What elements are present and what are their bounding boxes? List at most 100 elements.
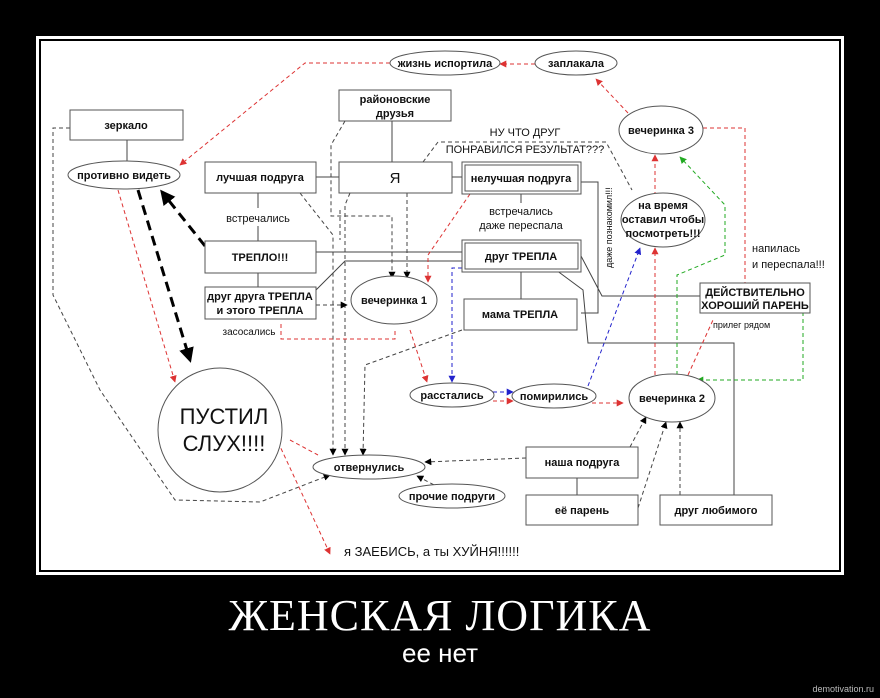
node-label: вечеринка 2 (639, 393, 705, 405)
node-label: на время (638, 200, 688, 212)
node-na-vremya: на время оставил чтобы посмотреть!!! (620, 192, 706, 248)
node-label: вечеринка 1 (361, 295, 427, 307)
label-prileg-ryadom: прилег рядом (713, 320, 770, 330)
node-vecherinka1: вечеринка 1 (350, 275, 438, 325)
label-ponravilsya: ПОНРАВИЛСЯ РЕЗУЛЬТАТ??? (446, 144, 605, 156)
node-prochie-podrugi: прочие подруги (398, 483, 506, 509)
node-label: вечеринка 3 (628, 125, 694, 137)
node-neluchshaya-podruga: нелучшая подруга (461, 161, 582, 195)
node-label: наша подруга (545, 457, 621, 469)
edge-prochie-otvernulis (416, 475, 441, 489)
edge-zerkalo-pustil-loop (52, 127, 331, 503)
node-label: прочие подруги (409, 491, 495, 503)
label-ya-zaebis: я ЗАЕБИСЬ, а ты ХУЙНЯ!!!!!! (344, 544, 519, 559)
node-vecherinka2: вечеринка 2 (628, 373, 716, 423)
edge-nasha-vech2 (629, 416, 647, 448)
node-label: противно видеть (77, 170, 171, 182)
node-otvernulis: отвернулись (312, 454, 426, 480)
node-deystvitelno: ДЕЙСТВИТЕЛЬНО ХОРОШИЙ ПАРЕНЬ (699, 282, 811, 314)
node-label: ТРЕПЛО!!! (232, 252, 289, 264)
edge-prileg (687, 319, 714, 376)
label-nu-chto-drug: НУ ЧТО ДРУГ (490, 127, 561, 139)
edge-pustil-zaebis (277, 441, 331, 555)
node-label: мама ТРЕПЛА (482, 309, 558, 321)
edge-nasha-otvernulis (424, 457, 527, 466)
edge-treplo-protivno (160, 189, 207, 247)
node-label: зеркало (104, 120, 148, 132)
label-dazhe-pereplala: даже переспала (479, 220, 563, 232)
node-label: оставил чтобы (622, 214, 704, 226)
edge-neluchshaya-vech1 (424, 193, 471, 283)
watermark: demotivation.ru (812, 684, 874, 694)
label-zasosalis: засосались (222, 327, 275, 338)
node-label: друг ТРЕПЛА (485, 251, 557, 263)
node-drug-druga-trepla: друг друга ТРЕПЛА и этого ТРЕПЛА (204, 286, 317, 320)
label-dazhe-poznakomil: даже познакомил!!! (604, 187, 614, 268)
edge-vech3-zaplakala (595, 78, 629, 114)
node-zhizn-isportila: жизнь испортила (389, 50, 501, 76)
node-label: ХОРОШИЙ ПАРЕНЬ (701, 299, 809, 312)
edge-mama-otvernulis (359, 329, 463, 456)
node-label: друг любимого (675, 505, 758, 517)
poster-subtitle: ее нет (401, 638, 478, 668)
edge-zasosalis (280, 324, 396, 340)
node-zaplakala: заплакала (534, 50, 618, 76)
connectors (52, 60, 804, 555)
node-label: посмотреть!!! (626, 228, 701, 240)
node-label: расстались (420, 390, 483, 402)
node-label: помирились (520, 391, 588, 403)
edge-protivno-pustil (136, 189, 194, 363)
node-label: районовские (360, 94, 431, 106)
node-ya: Я (338, 161, 453, 194)
label-vstrechalis: встречались (226, 213, 290, 225)
node-rayonovskie: районовские друзья (338, 89, 452, 122)
node-label: друг друга ТРЕПЛА (207, 291, 313, 303)
node-mama-trepla: мама ТРЕПЛА (463, 298, 578, 331)
label-vstrechalis-dazhe: встречались (489, 206, 553, 218)
node-treplo: ТРЕПЛО!!! (204, 240, 317, 274)
node-label: друзья (376, 108, 414, 120)
edge-pomirilis-navremya (587, 247, 642, 387)
edge-deystv-vech3 (676, 156, 726, 375)
edge-zhizn-protivno (179, 62, 390, 166)
edge-vech1-rasstalis (409, 329, 429, 383)
edge-vech3-vech2-right (703, 127, 746, 300)
edge-luchshaya-otvernulis (299, 192, 337, 456)
node-label: отвернулись (334, 462, 405, 474)
node-label: нелучшая подруга (471, 173, 572, 185)
edge-nu-chto-drug (422, 141, 633, 191)
node-label: ДЕЙСТВИТЕЛЬНО (705, 286, 805, 299)
poster-title: ЖЕНСКАЯ ЛОГИКА (228, 591, 652, 640)
edge-protivno-pustil-red (117, 189, 177, 383)
node-label: заплакала (548, 58, 605, 70)
node-label: её парень (555, 505, 610, 517)
edge-drugtrepla-rasstalis (448, 267, 462, 383)
node-label: Я (390, 170, 401, 187)
node-label: лучшая подруга (216, 172, 305, 184)
node-vecherinka3: вечеринка 3 (618, 105, 704, 155)
node-drug-lyubimogo: друг любимого (659, 494, 773, 526)
edge-drugtrepla-druglyubimogo (555, 269, 735, 495)
edge-deystv-vech2 (696, 312, 804, 384)
node-nasha-podruga: наша подруга (525, 446, 639, 479)
edge-drugtrepla-deystv (580, 255, 703, 297)
label-i-pereplala: и переспала!!! (752, 259, 825, 271)
node-luchshaya-podruga: лучшая подруга (204, 161, 317, 194)
node-pustil-sluh: ПУСТИЛ СЛУХ!!!! (157, 367, 283, 493)
node-label: и этого ТРЕПЛА (217, 305, 304, 317)
node-protivno-videt: противно видеть (67, 160, 181, 190)
node-label: ПУСТИЛ (180, 404, 269, 429)
edge-drugdruga-drugtrepla (315, 260, 462, 291)
node-ee-paren: её парень (525, 494, 639, 526)
node-label: СЛУХ!!!! (183, 431, 266, 456)
label-napilas: напилась (752, 243, 800, 255)
node-pomirilis: помирились (511, 383, 597, 409)
node-drug-trepla: друг ТРЕПЛА (461, 239, 582, 273)
edge-eeparen-vech2 (637, 421, 668, 509)
node-zerkalo: зеркало (69, 109, 184, 141)
node-rasstalis: расстались (409, 382, 495, 408)
edge-rayonovskie-vech1 (330, 120, 396, 279)
node-label: жизнь испортила (397, 58, 493, 70)
edge-neluchshaya-mama (581, 181, 599, 314)
